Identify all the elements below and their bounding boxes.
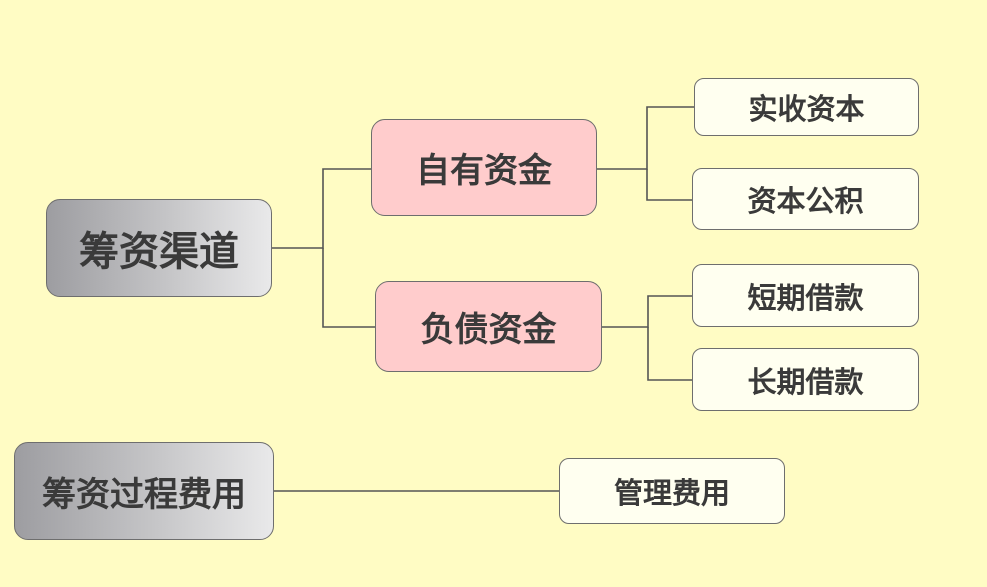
financing-costs-node: 筹资过程费用 [14, 442, 274, 540]
capital-reserve-node: 资本公积 [692, 168, 919, 230]
long-term-loan-node: 长期借款 [692, 348, 919, 411]
short-term-loan-label: 短期借款 [747, 280, 864, 315]
own-funds-label: 自有资金 [416, 151, 552, 191]
admin-expenses-node: 管理费用 [559, 458, 785, 524]
paid-in-capital-node: 实收资本 [694, 78, 919, 136]
debt-funds-node: 负债资金 [375, 281, 602, 372]
paid-in-capital-label: 实收资本 [748, 92, 865, 126]
debt-funds-label: 负债资金 [420, 310, 557, 350]
connector-debt-funds-to-short-term-loan [602, 295, 692, 328]
connector-root-to-own-funds [272, 168, 371, 249]
connector-own-funds-to-capital-reserve [646, 169, 692, 201]
capital-reserve-label: 资本公积 [747, 184, 864, 218]
admin-expenses-label: 管理费用 [613, 476, 730, 510]
connector-debt-funds-to-long-term-loan [647, 327, 692, 381]
own-funds-node: 自有资金 [371, 119, 597, 216]
financing-costs-label: 筹资过程费用 [42, 474, 246, 515]
connector-root-to-debt-funds [322, 248, 375, 328]
connector-own-funds-to-paid-in-capital [597, 106, 694, 170]
financing-channels-label: 筹资渠道 [79, 229, 239, 275]
financing-channels-node: 筹资渠道 [46, 199, 272, 297]
short-term-loan-node: 短期借款 [692, 264, 919, 327]
long-term-loan-label: 长期借款 [747, 364, 864, 399]
